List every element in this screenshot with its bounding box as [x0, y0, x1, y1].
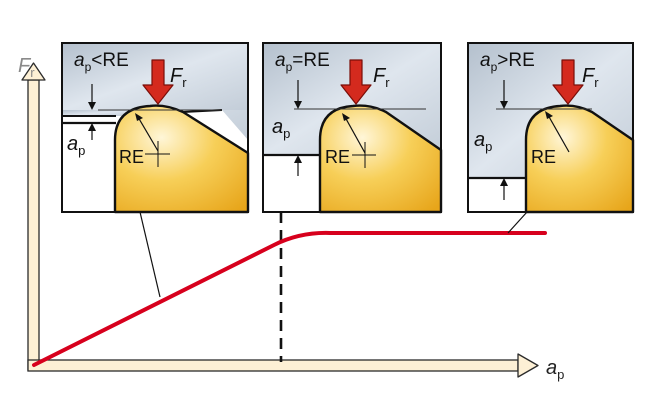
radius-label: RE [531, 147, 556, 167]
force-arrow [340, 59, 372, 105]
force-curve [32, 230, 547, 367]
y-axis [21, 62, 46, 371]
radius-label: RE [325, 147, 350, 167]
x-axis [27, 353, 539, 378]
force-label: Fr [373, 65, 390, 90]
depth-label: ap [272, 116, 290, 141]
force-arrow [552, 59, 584, 105]
panel-ap-greater-than-re: ap>RE Fr ap RE [467, 42, 635, 214]
leader-line-panel-1 [139, 211, 161, 298]
force-arrow [142, 59, 174, 105]
panel-heading: ap<RE [74, 50, 129, 74]
depth-label: ap [67, 133, 85, 158]
cutting-insert [318, 104, 443, 214]
force-label: Fr [582, 65, 599, 90]
cutting-insert [113, 104, 250, 214]
panel-ap-equal-re: ap=RE Fr ap RE [262, 42, 443, 214]
force-label: Fr [170, 65, 187, 90]
panel-heading: ap=RE [275, 50, 330, 74]
y-axis-label: Fr [18, 55, 35, 80]
panel-heading: ap>RE [480, 50, 535, 74]
leader-line-panel-3 [507, 211, 528, 234]
radius-label: RE [119, 147, 144, 167]
depth-label: ap [474, 129, 492, 154]
cutting-insert [524, 104, 635, 214]
x-axis-label: ap [546, 357, 564, 382]
panel-ap-less-than-re: ap<RE Fr ap RE [61, 42, 250, 214]
